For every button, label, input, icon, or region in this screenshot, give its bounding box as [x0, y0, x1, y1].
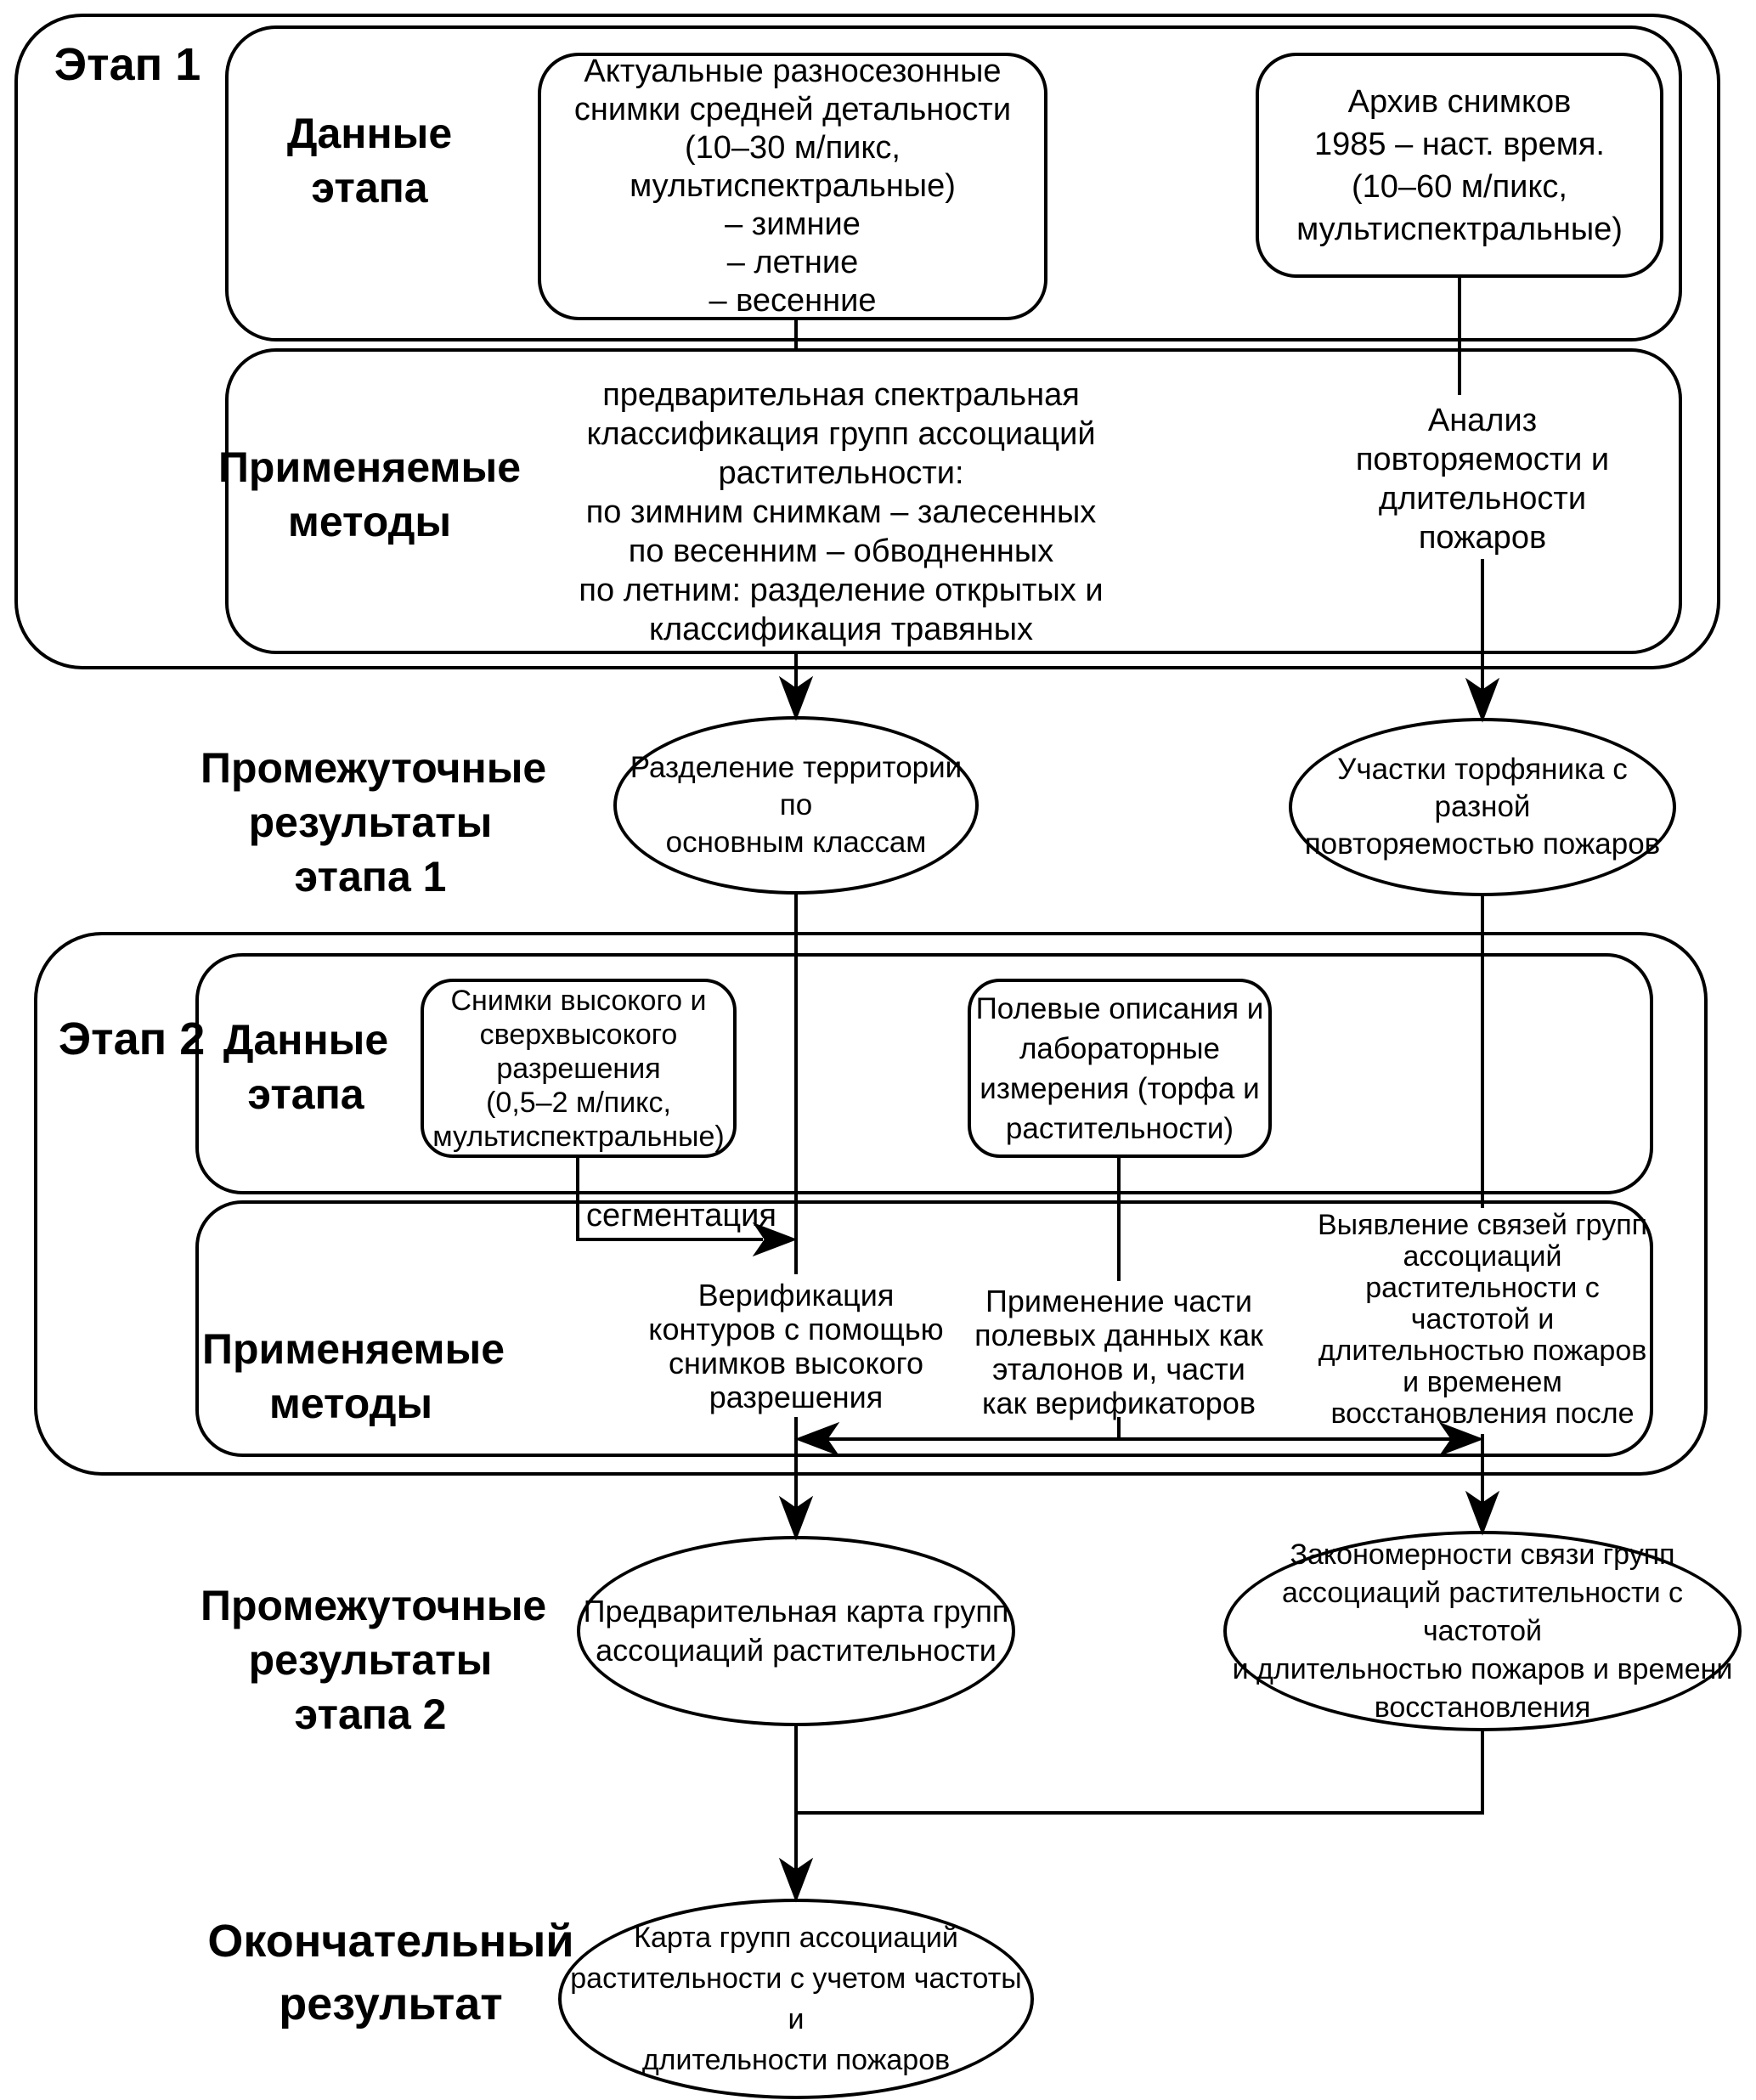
stage2-data-section-box	[195, 953, 1653, 1194]
stage1-data-box-multiseason-images: Актуальные разносезонные снимки средней …	[538, 53, 1047, 320]
stage2-method-fire-relations: Выявление связей групп ассоциаций растит…	[1317, 1209, 1648, 1430]
stage1-data-box-archive-images: Архив снимков 1985 – наст. время. (10–60…	[1256, 53, 1663, 278]
intermediate2-result-preliminary-map: Предварительная карта групп ассоциаций р…	[577, 1536, 1015, 1726]
stage2-method-contour-verification: Верификация контуров с помощью снимков в…	[648, 1278, 944, 1414]
arrow-down-icon	[1465, 677, 1500, 723]
stage1-data-section-label: Данные этапа	[286, 110, 453, 212]
arrow-down-icon	[778, 1857, 814, 1903]
stage2-label: Этап 2	[58, 1013, 206, 1064]
stage1-label: Этап 1	[54, 39, 201, 90]
final-result-ellipse: Карта групп ассоциаций растительности с …	[558, 1899, 1034, 2099]
stage2-methods-section-box	[195, 1200, 1653, 1457]
arrow-down-icon	[1465, 1490, 1500, 1536]
final-result-label: Окончательный результат	[207, 1916, 574, 2029]
intermediate2-label: Промежуточные результаты этапа 2	[200, 1582, 547, 1738]
intermediate2-result-fire-patterns: Закономерности связи групп ассоциаций ра…	[1223, 1531, 1742, 1731]
stage1-methods-section-box	[225, 348, 1682, 654]
stage1-method-fire-analysis: Анализ повторяемости и длительности пожа…	[1355, 403, 1610, 556]
arrow-down-icon	[778, 675, 814, 721]
stage2-methods-section-label: Применяемые методы	[202, 1325, 505, 1427]
stage1-methods-section-label: Применяемые методы	[217, 443, 522, 545]
intermediate1-result-peatland-areas: Участки торфяника с разной повторяемость…	[1289, 718, 1676, 896]
segmentation-arrow-label: сегментация	[586, 1198, 776, 1233]
intermediate1-label: Промежуточные результаты этапа 1	[200, 744, 547, 900]
stage2-data-box-field-descriptions: Полевые описания и лабораторные измерени…	[968, 979, 1272, 1158]
stage1-method-spectral-classification: предварительная спектральная классификац…	[579, 377, 1104, 647]
intermediate1-result-territory-classes: Разделение территории по основным класса…	[613, 716, 979, 895]
stage2-data-box-high-resolution-images: Снимки высокого и сверхвысокого разрешен…	[421, 979, 737, 1158]
stage2-data-section-label: Данные этапа	[223, 1016, 389, 1118]
stage2-method-field-data-usage: Применение части полевых данных как этал…	[974, 1284, 1263, 1420]
arrow-down-icon	[778, 1495, 814, 1541]
